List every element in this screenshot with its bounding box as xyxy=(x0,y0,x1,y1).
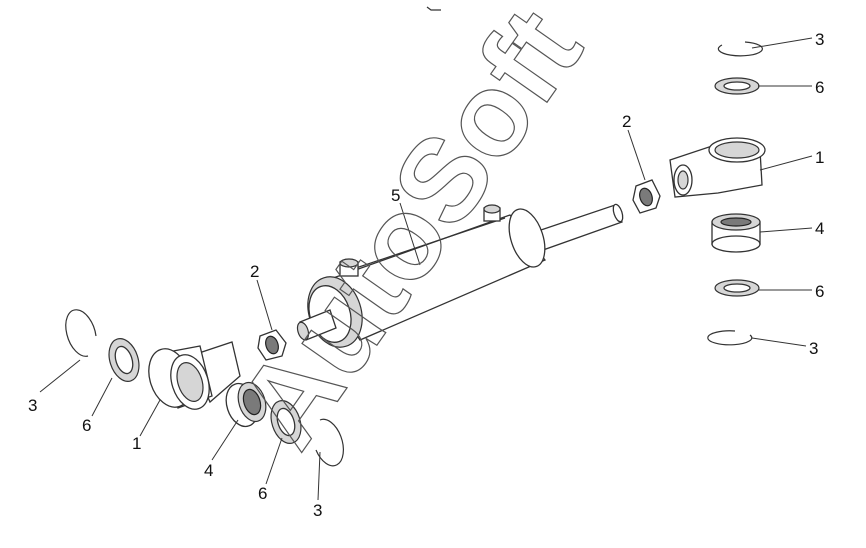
snap-ring-top-right xyxy=(717,41,763,57)
callout-2-right: 2 xyxy=(622,112,631,131)
part-2-nut-left xyxy=(257,329,287,361)
top-mark xyxy=(426,6,441,11)
callout-6-mid-right: 6 xyxy=(815,282,824,301)
callout-3-bottom: 3 xyxy=(313,501,322,520)
callout-3-left: 3 xyxy=(28,396,37,415)
leader-lines xyxy=(39,37,813,501)
callout-3-mid-right: 3 xyxy=(809,339,818,358)
callout-5: 5 xyxy=(391,186,400,205)
callout-6-bottom: 6 xyxy=(258,484,267,503)
part-2-nut-right xyxy=(632,179,661,214)
callout-1-left: 1 xyxy=(132,434,141,453)
callout-labels: 3 6 1 2 5 4 6 3 2 3 6 1 4 6 3 xyxy=(28,30,824,520)
callout-1-right: 1 xyxy=(815,148,824,167)
left-eye-assembly xyxy=(65,309,344,467)
callout-6-left: 6 xyxy=(82,416,91,435)
callout-3-top-right: 3 xyxy=(815,30,824,49)
callout-6-top-right: 6 xyxy=(815,78,824,97)
callout-2-left: 2 xyxy=(250,262,259,281)
part-5-cylinder xyxy=(296,203,624,348)
right-eye-assembly xyxy=(669,41,766,346)
snap-ring-bottom-right xyxy=(707,330,753,346)
callout-4-right: 4 xyxy=(815,219,824,238)
callout-4-left: 4 xyxy=(204,461,213,480)
